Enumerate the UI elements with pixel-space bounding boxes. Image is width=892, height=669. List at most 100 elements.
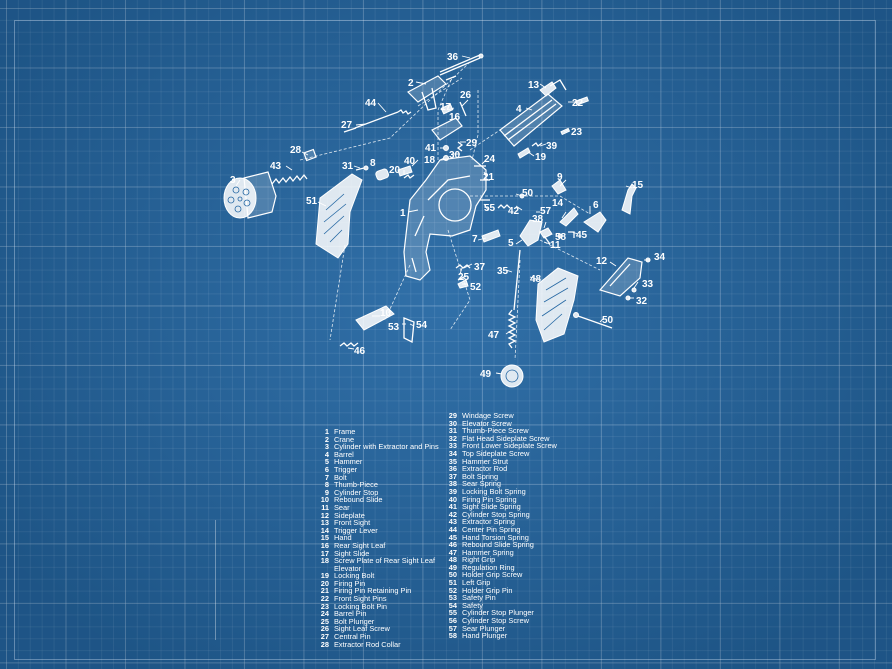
legend-item-number: 56 (448, 616, 457, 626)
callout-37: 37 (474, 262, 486, 273)
part-regulation-ring (500, 364, 524, 388)
callout-39: 39 (546, 141, 558, 152)
callout-10: 10 (380, 308, 392, 319)
callout-34: 34 (654, 252, 666, 263)
legend-item-label: Thumb-Piece (334, 480, 378, 490)
callout-7: 7 (472, 234, 478, 245)
legend-item-label: Bolt (334, 472, 347, 482)
legend-item-number: 21 (320, 586, 329, 596)
part-firing-pin (397, 165, 415, 179)
callout-53: 53 (388, 322, 400, 333)
callout-9: 9 (557, 172, 563, 183)
callout-17: 17 (440, 102, 452, 113)
callout-44: 44 (365, 98, 377, 109)
legend-item-label: Extractor Spring (462, 517, 515, 527)
legend-item-number: 2 (324, 434, 329, 444)
legend-item-number: 9 (324, 487, 329, 497)
legend-item-label: Locking Bolt Spring (462, 486, 526, 496)
callout-22: 22 (572, 98, 584, 109)
legend-item-label: Rebound Slide (334, 495, 383, 505)
legend-item-label: Bolt Plunger (334, 616, 375, 626)
legend-item-number: 16 (320, 540, 329, 550)
legend-item: 8 Thumb-Piece (317, 481, 442, 489)
legend-item-number: 25 (320, 616, 329, 626)
callout-23: 23 (571, 127, 583, 138)
legend-item-label: Safety Pin (462, 593, 496, 603)
legend-item-label: Cylinder with Extractor and Pins (334, 442, 439, 452)
legend-item-label: Elevator Screw (462, 418, 512, 428)
callout-40: 40 (404, 156, 416, 167)
legend-item-number: 14 (320, 525, 329, 535)
legend-item-number: 15 (320, 533, 329, 543)
legend-item-number: 3 (324, 442, 329, 452)
callout-14: 14 (552, 198, 564, 209)
legend-item-label: Top Sideplate Screw (462, 448, 530, 458)
legend-item-number: 35 (448, 456, 457, 466)
legend-item-number: 55 (448, 608, 457, 618)
legend-item-label: Rebound Slide Spring (462, 540, 534, 550)
callout-55: 55 (484, 203, 496, 214)
callout-28: 28 (290, 145, 302, 156)
legend-item-number: 7 (324, 472, 329, 482)
callout-50-top: 50 (522, 188, 534, 199)
part-rebound-slide (339, 305, 415, 347)
legend-item-number: 34 (448, 448, 457, 458)
legend-item-number: 37 (448, 471, 457, 481)
part-thumb-piece (355, 165, 390, 181)
callout-6: 6 (593, 200, 599, 211)
legend-item: 6 Trigger (317, 466, 442, 474)
callout-19: 19 (535, 152, 547, 163)
callout-1: 1 (400, 208, 406, 219)
legend-item-label: Locking Bolt (334, 571, 375, 581)
callout-4: 4 (516, 104, 522, 115)
legend-item-label: Front Sight (334, 518, 371, 528)
part-right-grip (535, 267, 579, 343)
legend-item-number: 50 (448, 570, 457, 580)
legend-item-label: Cylinder Stop Plunger (462, 608, 534, 618)
part-frame (403, 155, 487, 281)
legend-item-number: 5 (324, 457, 329, 467)
legend-item-number: 29 (448, 411, 457, 420)
part-barrel (499, 79, 589, 159)
legend-item-number: 27 (320, 632, 329, 642)
legend-item-label: Firing Pin Retaining Pin (334, 586, 412, 596)
legend-item-label: Barrel Pin (334, 609, 367, 619)
callout-11: 11 (550, 240, 561, 251)
sheet-border (14, 20, 876, 660)
legend-item-number: 33 (448, 441, 457, 451)
legend-item-number: 6 (324, 464, 329, 474)
legend-item-label: Cylinder Stop Screw (462, 616, 529, 626)
legend-item-label: Trigger (334, 464, 358, 474)
part-hammer (519, 219, 553, 247)
callout-21: 21 (483, 172, 495, 183)
legend-item-number: 4 (324, 449, 329, 459)
legend-item-number: 12 (320, 510, 329, 520)
legend-item-number: 8 (324, 480, 329, 490)
part-rear-sight (431, 101, 467, 161)
legend-item-label: Hand Torsion Spring (462, 532, 529, 542)
legend-item-number: 36 (448, 464, 457, 474)
legend-item: 56 Cylinder Stop Screw (445, 617, 585, 625)
legend-item-number: 22 (320, 594, 329, 604)
legend-item-label: Hand (334, 533, 352, 543)
legend-item-label: Right Grip (462, 555, 496, 565)
legend-item-label: Sight Leaf Screw (334, 624, 390, 634)
